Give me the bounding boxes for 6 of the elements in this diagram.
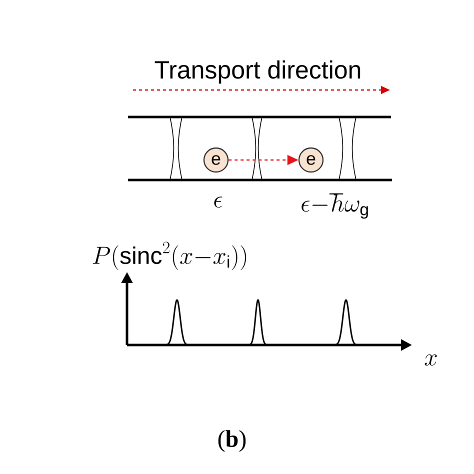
axis-label: $P(\mathrm{sinc}^2(x{-}x_{\mathrm{i}}))$ xyxy=(92,242,246,270)
energy-label: $\epsilon$ xyxy=(214,196,222,208)
axis-label: $x$ xyxy=(424,354,437,366)
energy-label: $\epsilon{-}\hbar\omega_{\mathrm{g}}$ xyxy=(302,193,368,219)
panel-label: (b) xyxy=(218,430,246,452)
direction-label: Transport direction xyxy=(154,60,360,84)
